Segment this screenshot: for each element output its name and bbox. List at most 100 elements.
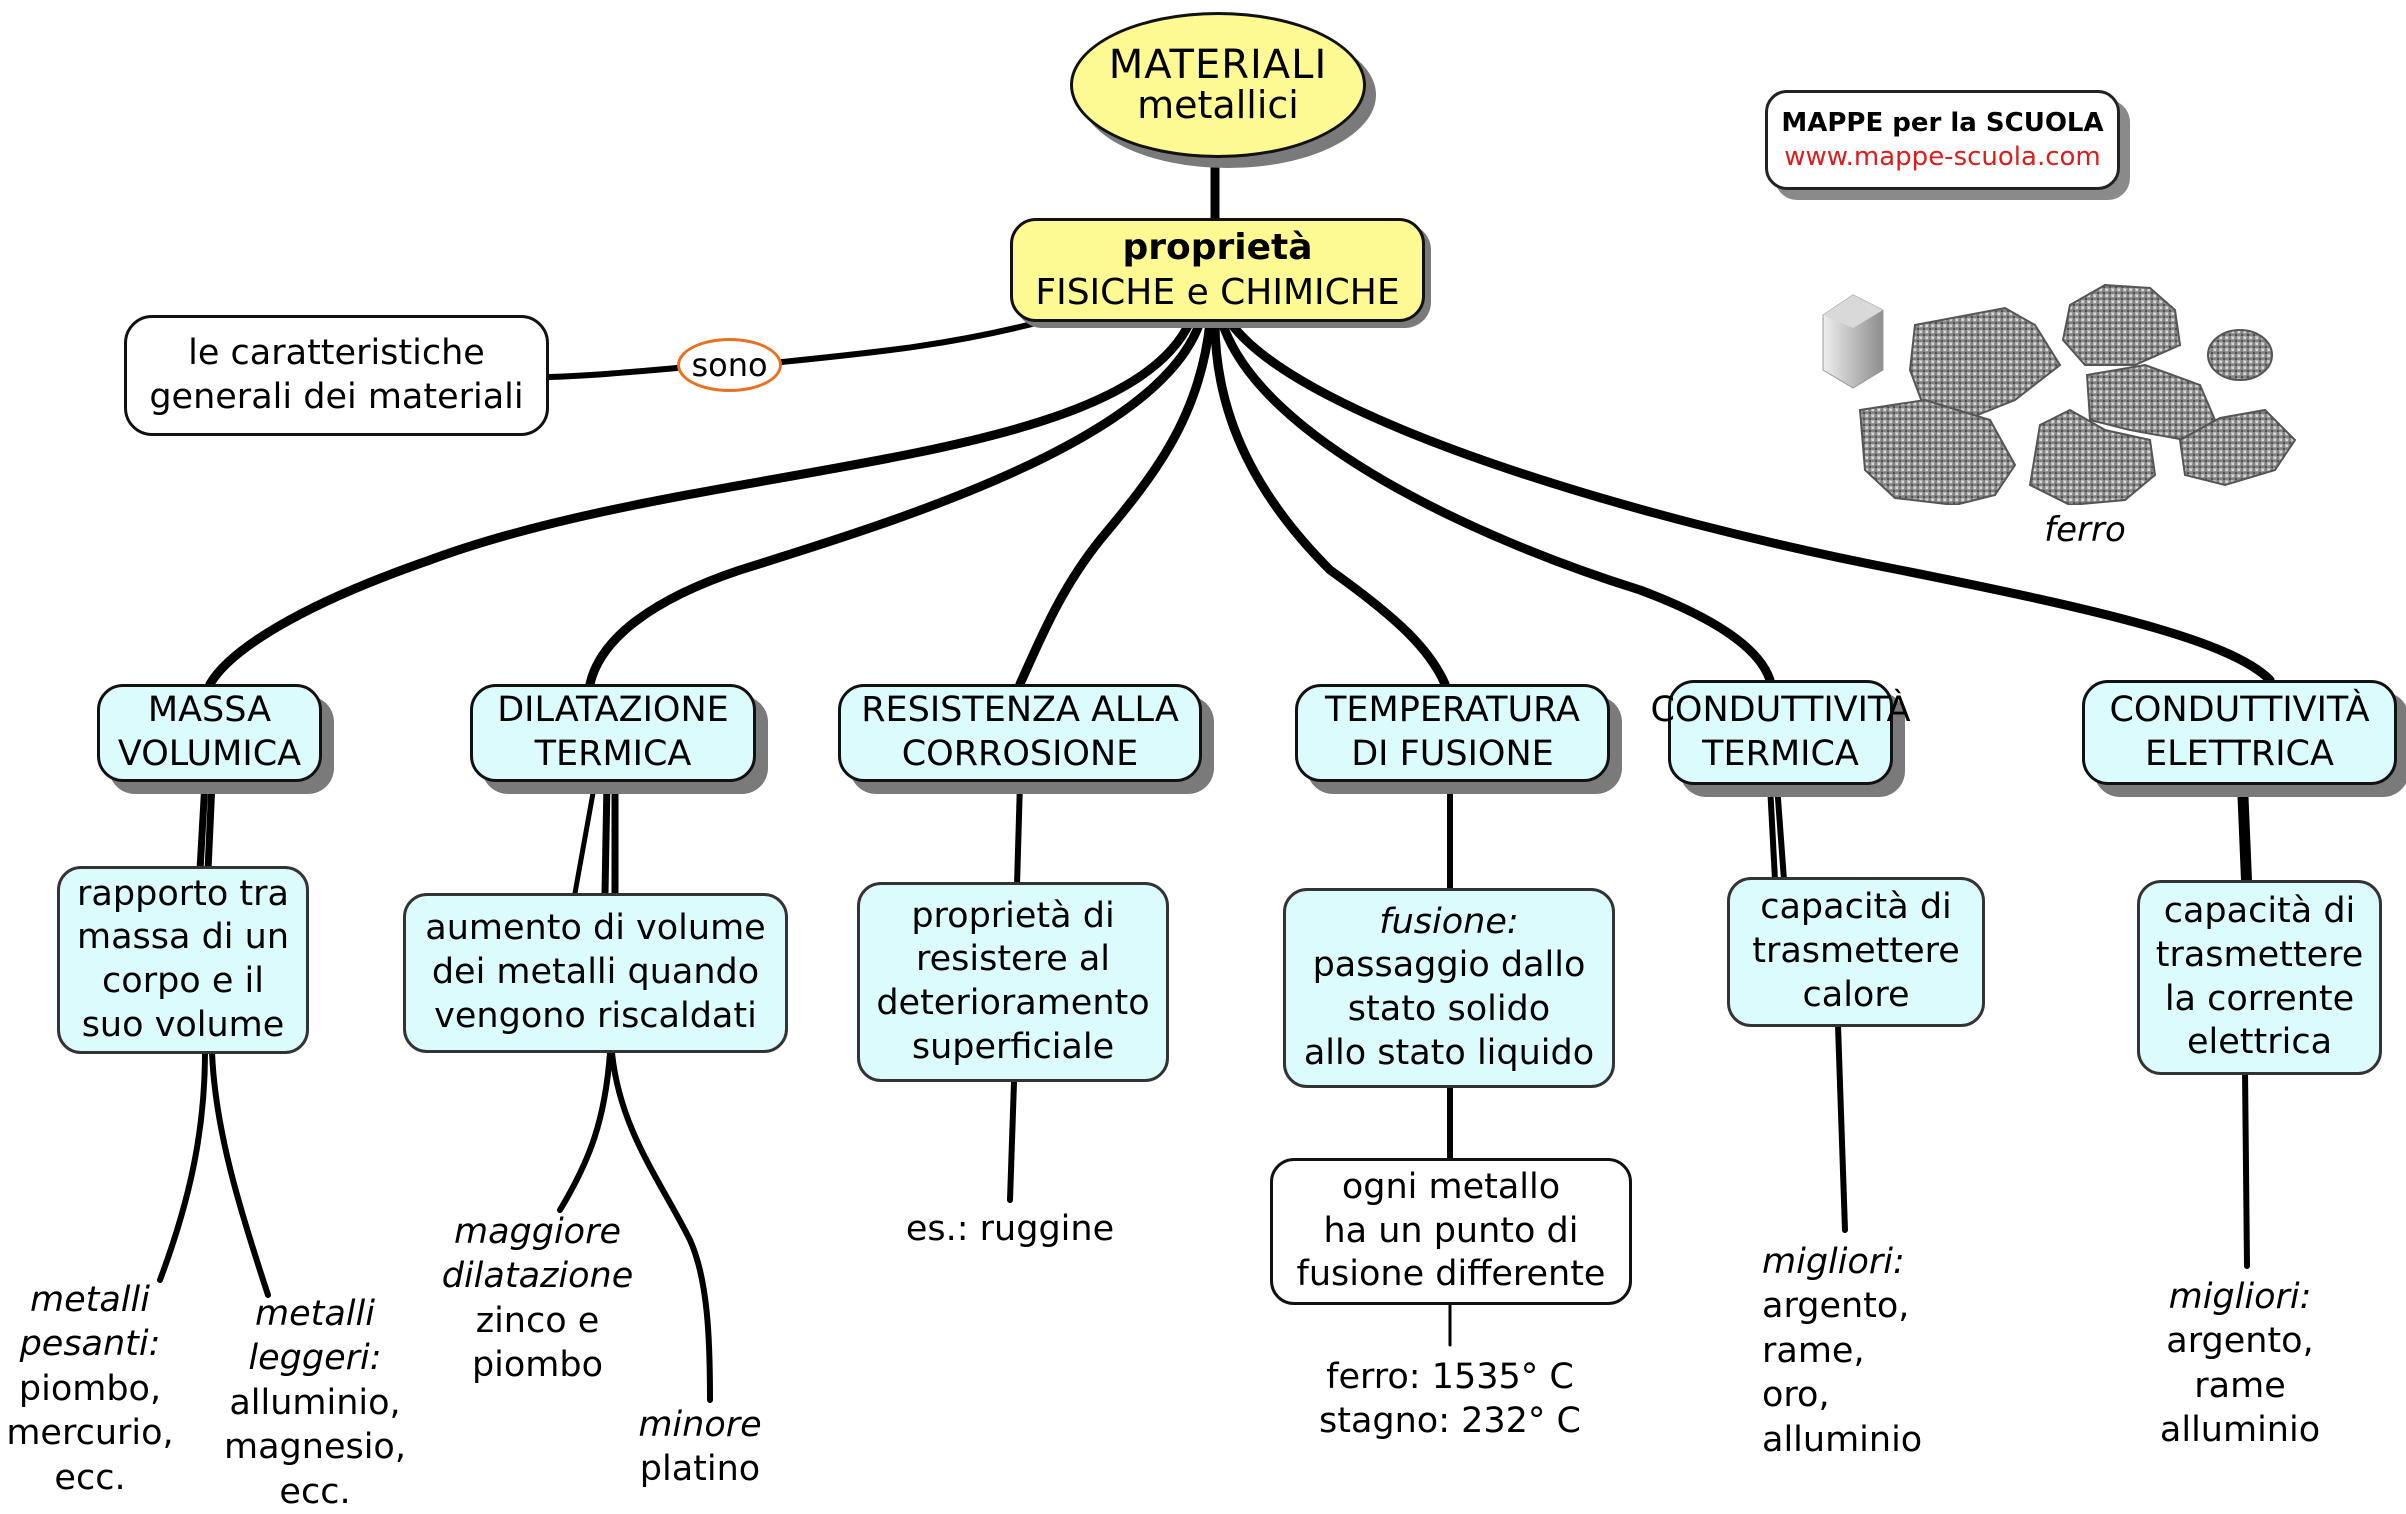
best-electrical-conductors: migliori: argento, rame alluminio — [2140, 1275, 2340, 1453]
iron-pieces-photo-icon — [1822, 283, 2297, 505]
definition-dilatazione-termica: aumento di volume dei metalli quando ven… — [403, 893, 788, 1053]
example-heading: dilatazione — [441, 1256, 634, 1297]
melting-values: ferro: 1535° C stagno: 232° C — [1290, 1355, 1610, 1444]
definition-line: elettrica — [2186, 1022, 2333, 1063]
best-item: argento, — [2166, 1321, 2314, 1362]
example-heading: metalli — [255, 1294, 375, 1334]
example-greater-dilation: maggiore dilatazione zinco e piombo — [430, 1210, 645, 1388]
category-conduttivita-termica: CONDUTTIVITÀ TERMICA — [1650, 680, 1911, 785]
example-item: mercurio, — [6, 1413, 174, 1454]
link-hub-resistenza — [1015, 317, 1215, 689]
note-line: fusione differente — [1296, 1254, 1606, 1295]
brand-name: MAPPE per la SCUOLA — [1781, 108, 2104, 138]
melting-value-ferro: ferro: 1535° C — [1326, 1357, 1574, 1397]
link-hub-temperatura — [1210, 317, 1450, 689]
definition-line: stato solido — [1347, 989, 1551, 1029]
definition-line: suo volume — [81, 1004, 285, 1045]
definition-line: resistere al — [915, 939, 1111, 980]
definition-line: allo stato liquido — [1303, 1032, 1595, 1073]
example-item: piombo — [471, 1345, 604, 1386]
example-item: piombo, — [18, 1368, 162, 1409]
category-title-line-2: TERMICA — [1702, 733, 1859, 774]
hub-properties: proprietà FISICHE e CHIMICHE — [1010, 218, 1425, 322]
definition-line: aumento di volume — [425, 908, 766, 949]
link-hub-sono — [779, 319, 1043, 365]
best-item: oro, — [1762, 1375, 1830, 1416]
category-title-line-2: VOLUMICA — [117, 734, 302, 774]
category-title-line-1: CONDUTTIVITÀ — [2109, 689, 2370, 730]
definition-line: trasmettere — [2155, 934, 2364, 975]
category-massa-volumica: MASSA VOLUMICA — [97, 684, 322, 782]
best-item: rame, — [1762, 1330, 1865, 1371]
title-line-1: MATERIALI — [1108, 42, 1328, 89]
best-item: rame — [2194, 1365, 2286, 1406]
example-item: alluminio, — [229, 1382, 401, 1423]
category-title-line-1: DILATAZIONE — [497, 690, 729, 731]
link-hub-cond-elettrica — [1225, 317, 2275, 685]
category-title-line-1: CONDUTTIVITÀ — [1650, 689, 1911, 730]
best-item: alluminio — [2159, 1410, 2321, 1451]
definition-line: la corrente — [2164, 978, 2355, 1019]
category-title-line-2: CORROSIONE — [901, 734, 1139, 774]
definition-line: passaggio dallo — [1312, 945, 1586, 986]
example-heavy-metals: metalli pesanti: piombo, mercurio, ecc. — [0, 1278, 180, 1500]
definition-line: deterioramento — [876, 983, 1150, 1023]
photo-caption: ferro — [2044, 510, 2126, 550]
example-lesser-dilation: minore platino — [620, 1403, 780, 1492]
best-thermal-conductors: migliori: argento, rame, oro, alluminio — [1762, 1240, 1962, 1462]
map-title: MATERIALI metallici — [1070, 12, 1366, 158]
definition-line-1: le caratteristiche — [188, 332, 485, 373]
category-temperatura-fusione: TEMPERATURA DI FUSIONE — [1295, 684, 1610, 782]
best-item: alluminio — [1762, 1419, 1923, 1460]
definition-term: fusione: — [1379, 901, 1519, 942]
example-item: platino — [639, 1449, 761, 1490]
definition-line: trasmettere — [1752, 931, 1960, 972]
link-hub-dilatazione — [585, 317, 1205, 689]
hub-line-2: FISICHE e CHIMICHE — [1035, 272, 1400, 313]
brand-box: MAPPE per la SCUOLA www.mappe-scuola.com — [1765, 90, 2120, 190]
definition-line: capacità di — [1760, 887, 1952, 928]
category-title-line-2: ELETTRICA — [2145, 733, 2334, 774]
definition-line: dei metalli quando — [431, 952, 760, 993]
category-title-line-1: RESISTENZA ALLA — [861, 690, 1179, 731]
definition-temperatura-fusione: fusione: passaggio dallo stato solido al… — [1283, 888, 1615, 1088]
example-item: ecc. — [279, 1471, 351, 1512]
category-dilatazione-termica: DILATAZIONE TERMICA — [470, 684, 756, 782]
example-item: magnesio, — [224, 1427, 406, 1468]
definition-box: le caratteristiche generali dei material… — [124, 315, 549, 436]
melting-value-stagno: stagno: 232° C — [1318, 1401, 1581, 1442]
example-heading: pesanti: — [19, 1324, 161, 1365]
definition-line: vengono riscaldati — [434, 995, 757, 1036]
definition-line: corpo e il — [102, 961, 264, 1001]
example-item: ecc. — [54, 1457, 126, 1498]
note-line: ogni metallo — [1341, 1166, 1561, 1207]
example-heading: metalli — [30, 1280, 150, 1320]
definition-line: calore — [1802, 974, 1910, 1015]
example-heading: maggiore — [453, 1212, 622, 1252]
category-title-line-2: TERMICA — [534, 734, 692, 774]
best-heading: migliori: — [1762, 1242, 1905, 1282]
link-hub-cond-termica — [1217, 317, 1775, 685]
category-title-line-2: DI FUSIONE — [1351, 734, 1554, 774]
category-title-line-1: MASSA — [147, 690, 272, 731]
example-heading: minore — [638, 1405, 762, 1445]
link-sono-definition — [546, 365, 680, 380]
hub-line-1: proprietà — [1122, 227, 1313, 268]
definition-resistenza-corrosione: proprietà di resistere al deterioramento… — [857, 882, 1169, 1082]
best-item: argento, — [1762, 1286, 1910, 1327]
best-heading: migliori: — [2168, 1277, 2312, 1317]
definition-line: proprietà di — [911, 895, 1115, 936]
definition-line: massa di un — [76, 917, 290, 958]
definition-line: superficiale — [911, 1026, 1115, 1067]
definition-line: capacità di — [2163, 891, 2356, 931]
category-conduttivita-elettrica: CONDUTTIVITÀ ELETTRICA — [2082, 680, 2397, 785]
definition-conduttivita-elettrica: capacità di trasmettere la corrente elet… — [2137, 880, 2382, 1075]
definition-massa-volumica: rapporto tra massa di un corpo e il suo … — [57, 866, 309, 1054]
example-item: zinco e — [475, 1300, 600, 1341]
brand-url-link[interactable]: www.mappe-scuola.com — [1784, 142, 2101, 172]
title-line-2: metallici — [1137, 83, 1299, 128]
example-light-metals: metalli leggeri: alluminio, magnesio, ec… — [215, 1292, 415, 1514]
category-title-line-1: TEMPERATURA — [1325, 690, 1580, 731]
link-label-sono: sono — [677, 338, 782, 392]
